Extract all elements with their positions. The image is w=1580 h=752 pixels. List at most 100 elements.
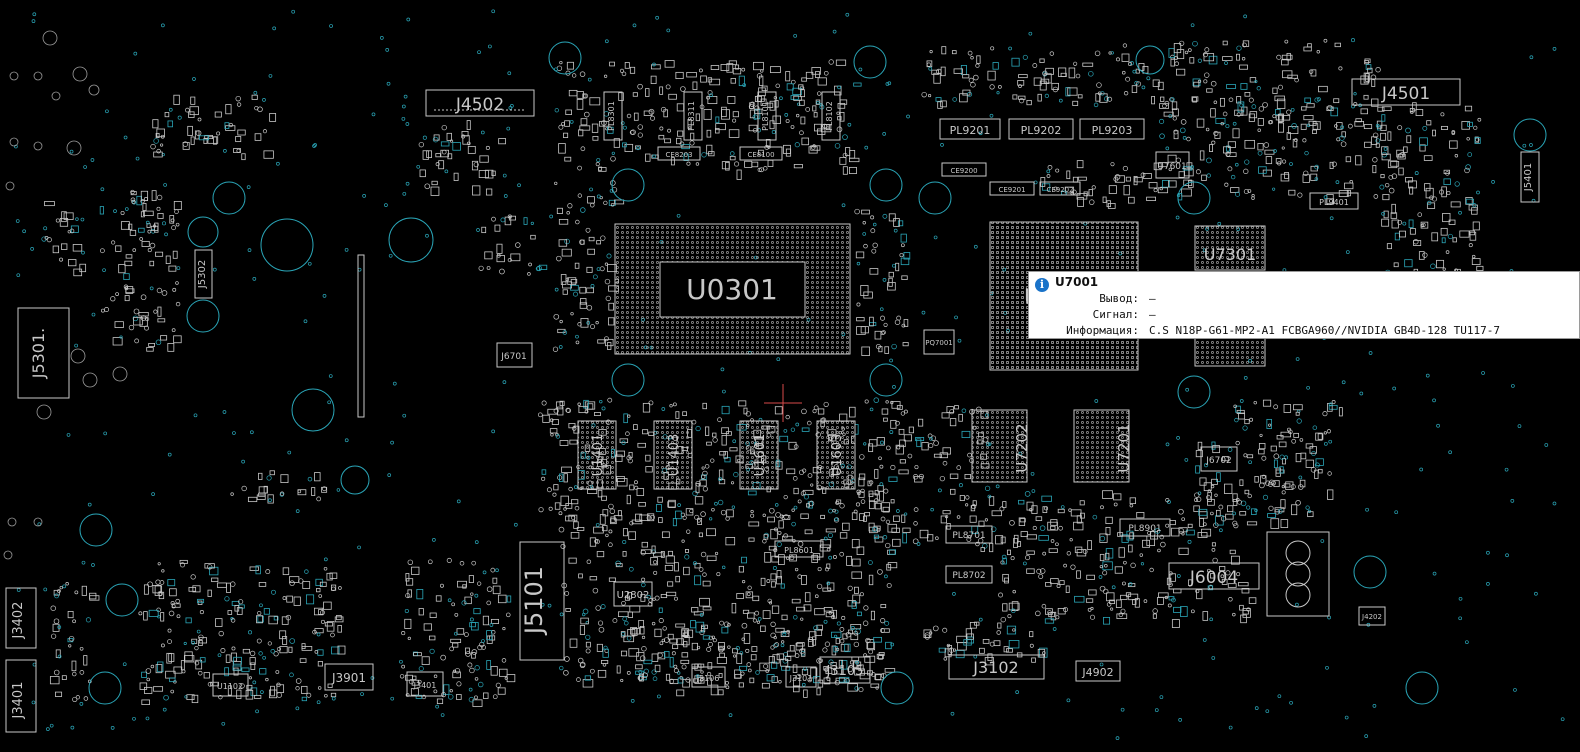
pad xyxy=(52,245,60,254)
chip-u1102[interactable]: U1102 xyxy=(212,673,249,697)
connector-j3105[interactable]: J3105 xyxy=(819,656,871,684)
capacitor-ce9201[interactable]: CE9201 xyxy=(989,181,1035,196)
pad xyxy=(791,598,801,604)
connector-j5302[interactable]: J5302 xyxy=(194,249,213,299)
pad xyxy=(858,473,866,481)
via xyxy=(639,655,646,662)
inductor-pl9201[interactable]: PL9201 xyxy=(939,118,1001,140)
connector-j6004[interactable]: J6004 xyxy=(1168,562,1260,590)
via xyxy=(449,646,455,652)
inductor-pl8601[interactable]: PL8601 xyxy=(774,540,824,558)
inductor-pl9202[interactable]: PL9202 xyxy=(1008,118,1074,140)
via xyxy=(712,638,717,643)
via xyxy=(482,570,487,575)
inductor-pl8901[interactable]: PL8901 xyxy=(1119,518,1171,537)
via xyxy=(427,559,433,565)
connector-j4502[interactable]: J4502 xyxy=(425,89,535,117)
inductor-pl8102[interactable]: PL8102 xyxy=(821,91,841,141)
connector-j3102[interactable]: J3102 xyxy=(948,654,1045,680)
connector-j3101[interactable]: J3101 xyxy=(785,666,817,688)
via xyxy=(1032,525,1037,531)
connector-j4501[interactable]: J4501 xyxy=(1351,78,1461,106)
inductor-pl9401[interactable]: PL9401 xyxy=(1309,192,1359,210)
connector-j3106[interactable]: J3106 xyxy=(691,666,726,688)
chip-u1403[interactable]: U1403 xyxy=(653,420,693,490)
inductor-pl8101[interactable]: PL8101 xyxy=(757,91,777,141)
pad xyxy=(682,678,690,688)
pad xyxy=(1070,509,1082,517)
via xyxy=(797,499,802,504)
capacitor-ce9200[interactable]: CE9200 xyxy=(941,162,987,177)
chip-u7601[interactable]: U7601 xyxy=(1155,151,1190,179)
via xyxy=(1331,400,1336,404)
via xyxy=(1375,67,1381,73)
connector-j6702[interactable]: J6702 xyxy=(1200,446,1238,472)
connector-j5301[interactable]: J5301. xyxy=(17,307,70,399)
pad xyxy=(1304,97,1311,104)
pad xyxy=(1026,501,1034,511)
pad xyxy=(160,612,165,622)
via xyxy=(641,635,646,640)
via xyxy=(153,309,158,314)
pad xyxy=(887,523,897,533)
via xyxy=(701,466,705,470)
capacitor-ce8100[interactable]: CE8100 xyxy=(739,146,783,161)
pad xyxy=(837,116,842,121)
pad xyxy=(568,89,578,97)
chip-u0301[interactable]: U0301 xyxy=(614,223,851,355)
pad xyxy=(620,631,626,638)
connector-j5101[interactable]: J5101 xyxy=(519,541,565,661)
via xyxy=(1236,45,1242,51)
chip-u7202[interactable]: U7202 xyxy=(971,409,1031,483)
pad xyxy=(563,473,568,483)
via xyxy=(1391,173,1398,179)
via xyxy=(867,560,873,565)
inductor-pl8701[interactable]: PL8701 xyxy=(945,525,993,544)
inductor-pl9203[interactable]: PL9203 xyxy=(1079,118,1145,140)
connector-round-pins[interactable] xyxy=(1266,531,1330,617)
chip-u7201[interactable]: U7201 xyxy=(1073,409,1133,483)
connector-j5401[interactable]: J5401 xyxy=(1520,151,1540,203)
pad xyxy=(1102,561,1113,571)
inductor-pl8702[interactable]: PL8702 xyxy=(945,565,993,584)
pad xyxy=(596,240,601,245)
via xyxy=(913,521,918,526)
pad xyxy=(429,612,437,618)
via xyxy=(481,639,485,643)
via xyxy=(875,686,879,690)
connector-j6701[interactable]: J6701 xyxy=(496,342,533,368)
capacitor-ce9202[interactable]: CE9202 xyxy=(1039,181,1081,196)
chip-u1401[interactable]: U1401 xyxy=(577,420,617,490)
chip-u1603[interactable]: U1603 xyxy=(816,420,856,490)
label-u2802: U2802 xyxy=(617,590,650,601)
connector-j3402[interactable]: J3402 xyxy=(5,587,37,649)
pad xyxy=(743,407,748,415)
connector-j3401-left[interactable]: J3401 xyxy=(5,659,37,733)
inductor-pl8301[interactable]: PL8301 xyxy=(603,91,623,141)
via xyxy=(331,586,336,592)
via xyxy=(224,596,230,602)
connector-j4902[interactable]: J4902 xyxy=(1075,660,1121,682)
via xyxy=(763,663,769,669)
pad xyxy=(949,473,959,479)
connector-j3901[interactable]: J3901 xyxy=(324,663,374,691)
via xyxy=(503,194,508,198)
pad xyxy=(471,160,479,171)
via xyxy=(989,84,995,90)
via xyxy=(1372,132,1379,139)
chip-u2802[interactable]: U2802 xyxy=(613,581,653,607)
inductor-pl8311[interactable]: PL8311 xyxy=(683,91,703,141)
chip-pq7001[interactable]: PQ7001 xyxy=(923,329,955,355)
via xyxy=(791,521,796,527)
connector-j4202[interactable]: J4202 xyxy=(1358,606,1386,626)
pad xyxy=(1076,193,1088,200)
via xyxy=(1139,553,1144,557)
via xyxy=(1289,700,1293,705)
via xyxy=(695,480,701,487)
capacitor-ce8203[interactable]: CE8203 xyxy=(657,146,701,161)
pad xyxy=(772,654,780,664)
pad xyxy=(192,585,201,593)
connector-j3401[interactable]: J3401 xyxy=(406,671,444,697)
chip-u1601[interactable]: U1601 xyxy=(739,420,779,490)
